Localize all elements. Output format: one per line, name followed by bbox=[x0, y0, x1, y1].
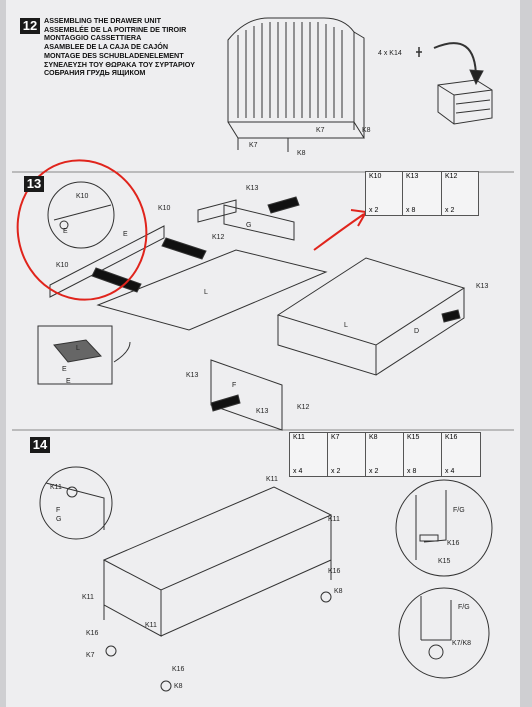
step-14-number: 14 bbox=[30, 437, 50, 453]
k16-label-d: K16 bbox=[447, 540, 460, 547]
part-qty: x 4 bbox=[445, 468, 455, 475]
k10-label-a: K10 bbox=[76, 193, 89, 200]
k12-label-b: K12 bbox=[297, 404, 310, 411]
g-label: G bbox=[246, 222, 252, 229]
k7-label: K7 bbox=[86, 652, 95, 659]
red-arrow-annotation bbox=[313, 213, 365, 251]
crib-drawing bbox=[227, 17, 365, 152]
part-cell-k12: K12 x 2 bbox=[442, 172, 477, 215]
l-label-c: L bbox=[344, 322, 348, 329]
part-qty: x 2 bbox=[369, 468, 379, 475]
k13-label-c: K13 bbox=[186, 372, 199, 379]
part-cell-k8: K8 x 2 bbox=[366, 433, 404, 476]
part-cell-k16: K16 x 4 bbox=[442, 433, 479, 476]
k14-qty-label: 4 x K14 bbox=[378, 50, 402, 57]
g-label: G bbox=[56, 516, 62, 523]
part-code: K11 bbox=[293, 434, 305, 441]
k7-label-a: K7 bbox=[249, 142, 258, 149]
part-qty: x 2 bbox=[445, 207, 455, 214]
f-label: F bbox=[232, 382, 237, 389]
k8-label-a: K8 bbox=[297, 150, 306, 157]
k10-label-c: K10 bbox=[158, 205, 171, 212]
title-de: MONTAGE DES SCHUBLADENELEMENT bbox=[44, 50, 184, 60]
part-code: K13 bbox=[406, 173, 419, 180]
part-cell-k15: K15 x 8 bbox=[404, 433, 442, 476]
step-13-drawing bbox=[37, 181, 466, 431]
red-circle-annotation bbox=[16, 159, 148, 301]
k10-label-b: K10 bbox=[56, 262, 69, 269]
k11-label-d: K11 bbox=[82, 594, 94, 601]
k15-label: K15 bbox=[438, 558, 451, 565]
k13-label-a: K13 bbox=[246, 185, 259, 192]
step-12-number: 12 bbox=[20, 18, 40, 34]
e-label-a: E bbox=[63, 228, 68, 235]
part-qty: x 2 bbox=[369, 207, 379, 214]
title-ru: СОБРАНИЯ ГРУДЬ ЯЩИКОМ bbox=[44, 68, 146, 78]
curved-arrow bbox=[433, 42, 477, 79]
k13-label-d: K13 bbox=[256, 408, 269, 415]
part-qty: x 8 bbox=[407, 468, 417, 475]
part-qty: x 4 bbox=[293, 468, 303, 475]
step-13-parts-table: K10 x 2 K13 x 8 K12 x 2 bbox=[365, 171, 479, 216]
step-14-drawing bbox=[39, 466, 493, 692]
drawer-unit-drawing bbox=[437, 79, 493, 125]
k8-label-b: K8 bbox=[362, 127, 371, 134]
k7k8-label: K7/K8 bbox=[452, 640, 472, 647]
fg-label-b: F/G bbox=[458, 604, 470, 611]
k8-label-b: K8 bbox=[334, 588, 343, 595]
arrow-head bbox=[469, 69, 484, 86]
title-es: ASAMBLEE DE LA CAJA DE CAJÓN bbox=[44, 42, 169, 52]
part-qty: x 2 bbox=[331, 468, 341, 475]
title-el: ΣΥΝΕΛΕΥΣΗ ΤΟΥ ΘΩΡΑΚΑ ΤΟΥ ΣΥΡΤΑΡΙΟΥ bbox=[44, 59, 195, 69]
step-14-parts-table: K11 x 4 K7 x 2 K8 x 2 K15 x 8 K16 x 4 bbox=[289, 432, 481, 477]
part-code: K10 bbox=[369, 173, 382, 180]
d-label: D bbox=[414, 328, 420, 335]
part-code: K16 bbox=[445, 434, 458, 441]
e-label-c: E bbox=[66, 378, 71, 385]
k16-label-c: K16 bbox=[328, 568, 341, 575]
l-label-a: L bbox=[204, 289, 208, 296]
part-code: K15 bbox=[407, 434, 420, 441]
k13-label-b: K13 bbox=[476, 283, 489, 290]
part-code: K7 bbox=[331, 434, 340, 441]
e-label-d: E bbox=[62, 366, 67, 373]
part-qty: x 8 bbox=[406, 207, 416, 214]
e-label-b: E bbox=[123, 231, 128, 238]
fg-label-a: F/G bbox=[453, 507, 465, 514]
k16-label-a: K16 bbox=[86, 630, 99, 637]
part-cell-k13: K13 x 8 bbox=[403, 172, 442, 215]
step-13-number: 13 bbox=[24, 176, 44, 192]
part-cell-k11: K11 x 4 bbox=[290, 433, 328, 476]
part-code: K12 bbox=[445, 173, 458, 180]
part-code: K8 bbox=[369, 434, 378, 441]
title-it: MONTAGGIO CASSETTIERA bbox=[44, 33, 142, 43]
part-cell-k7: K7 x 2 bbox=[328, 433, 366, 476]
step-12-titles: ASSEMBLING THE DRAWER UNIT ASSEMBLÉE DE … bbox=[44, 16, 195, 78]
diagram-drawings bbox=[12, 17, 514, 692]
k14-screw-icon bbox=[416, 47, 422, 57]
k11-label-a: K11 bbox=[50, 484, 62, 491]
k11-label-b: K11 bbox=[266, 476, 278, 483]
instruction-sheet: 12 ASSEMBLING THE DRAWER UNIT ASSEMBLÉE … bbox=[6, 0, 520, 707]
title-fr: ASSEMBLÉE DE LA POITRINE DE TIROIR bbox=[44, 24, 187, 34]
k16-label-b: K16 bbox=[172, 666, 185, 673]
k7-label-b: K7 bbox=[316, 127, 325, 134]
k12-label-a: K12 bbox=[212, 234, 225, 241]
l-label-b: L bbox=[76, 345, 80, 352]
k11-label-e: K11 bbox=[145, 622, 157, 629]
k11-label-c: K11 bbox=[328, 516, 340, 523]
title-en: ASSEMBLING THE DRAWER UNIT bbox=[44, 16, 161, 25]
k8-label-a: K8 bbox=[174, 683, 183, 690]
f-label: F bbox=[56, 507, 61, 514]
part-cell-k10: K10 x 2 bbox=[366, 172, 403, 215]
